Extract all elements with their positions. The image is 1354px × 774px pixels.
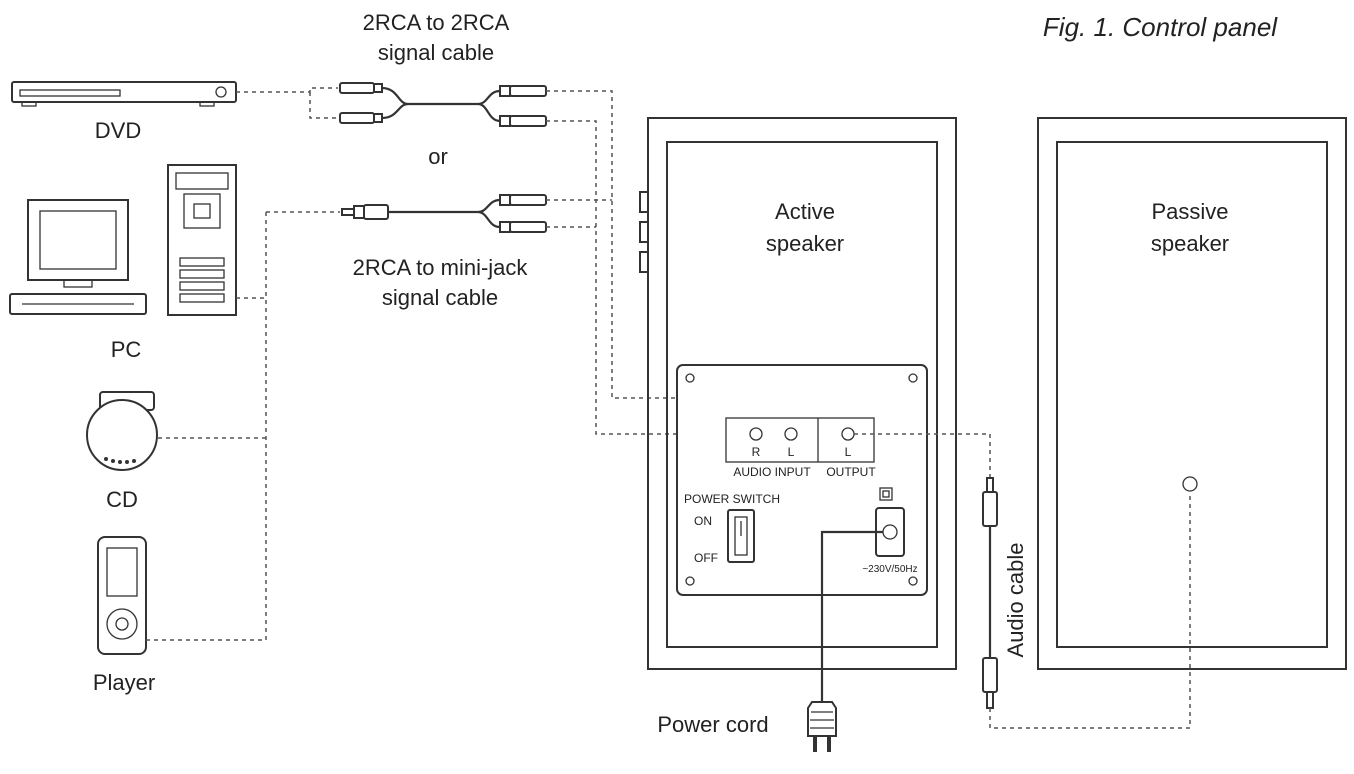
active-speaker-label-line2: speaker [766, 231, 844, 256]
power-switch[interactable] [727, 509, 755, 563]
audio-input-l-jack[interactable] [784, 427, 798, 441]
power-switch-label: POWER SWITCH [684, 492, 780, 506]
l-input-label: L [788, 445, 795, 459]
rca-cable-label-line1: 2RCA to 2RCA [363, 10, 510, 35]
audio-cable-label: Audio cable [1003, 543, 1028, 658]
r-label: R [752, 445, 761, 459]
audio-cable-icon [854, 433, 1191, 729]
passive-speaker-input-jack[interactable] [1182, 476, 1198, 492]
off-label: OFF [694, 551, 718, 565]
cd-label: CD [106, 487, 138, 512]
dvd-player-icon [11, 81, 237, 107]
audio-input-r-jack[interactable] [749, 427, 763, 441]
double-insulation-icon [879, 487, 893, 501]
figure-title: Fig. 1. Control panel [1043, 12, 1278, 42]
mains-rating-label: ~230V/50Hz [862, 564, 917, 575]
cd-player-icon [86, 391, 158, 471]
pc-monitor-icon [9, 199, 147, 315]
pc-tower-icon [167, 164, 237, 316]
minijack-cable-label-line2: signal cable [382, 285, 498, 310]
on-label: ON [694, 514, 712, 528]
minijack-cable-icon [341, 194, 547, 233]
portable-player-icon [97, 536, 147, 655]
or-label: or [428, 144, 448, 169]
rca-cable-label-line2: signal cable [378, 40, 494, 65]
power-cord-label: Power cord [657, 712, 768, 737]
output-label: OUTPUT [826, 465, 876, 479]
active-speaker-label-line1: Active [775, 199, 835, 224]
source-dashed-lines [146, 87, 340, 641]
dvd-label: DVD [95, 118, 141, 143]
passive-speaker [1037, 117, 1347, 670]
power-socket[interactable] [875, 507, 905, 557]
passive-speaker-label-line2: speaker [1151, 231, 1229, 256]
player-label: Player [93, 670, 155, 695]
power-cord-icon [807, 530, 883, 752]
rca-to-rca-cable-icon [339, 82, 547, 127]
active-speaker [639, 117, 957, 670]
pc-label: PC [111, 337, 142, 362]
audio-input-label: AUDIO INPUT [733, 465, 811, 479]
passive-speaker-label-line1: Passive [1151, 199, 1228, 224]
minijack-cable-label-line1: 2RCA to mini-jack [353, 255, 529, 280]
l-output-label: L [845, 445, 852, 459]
